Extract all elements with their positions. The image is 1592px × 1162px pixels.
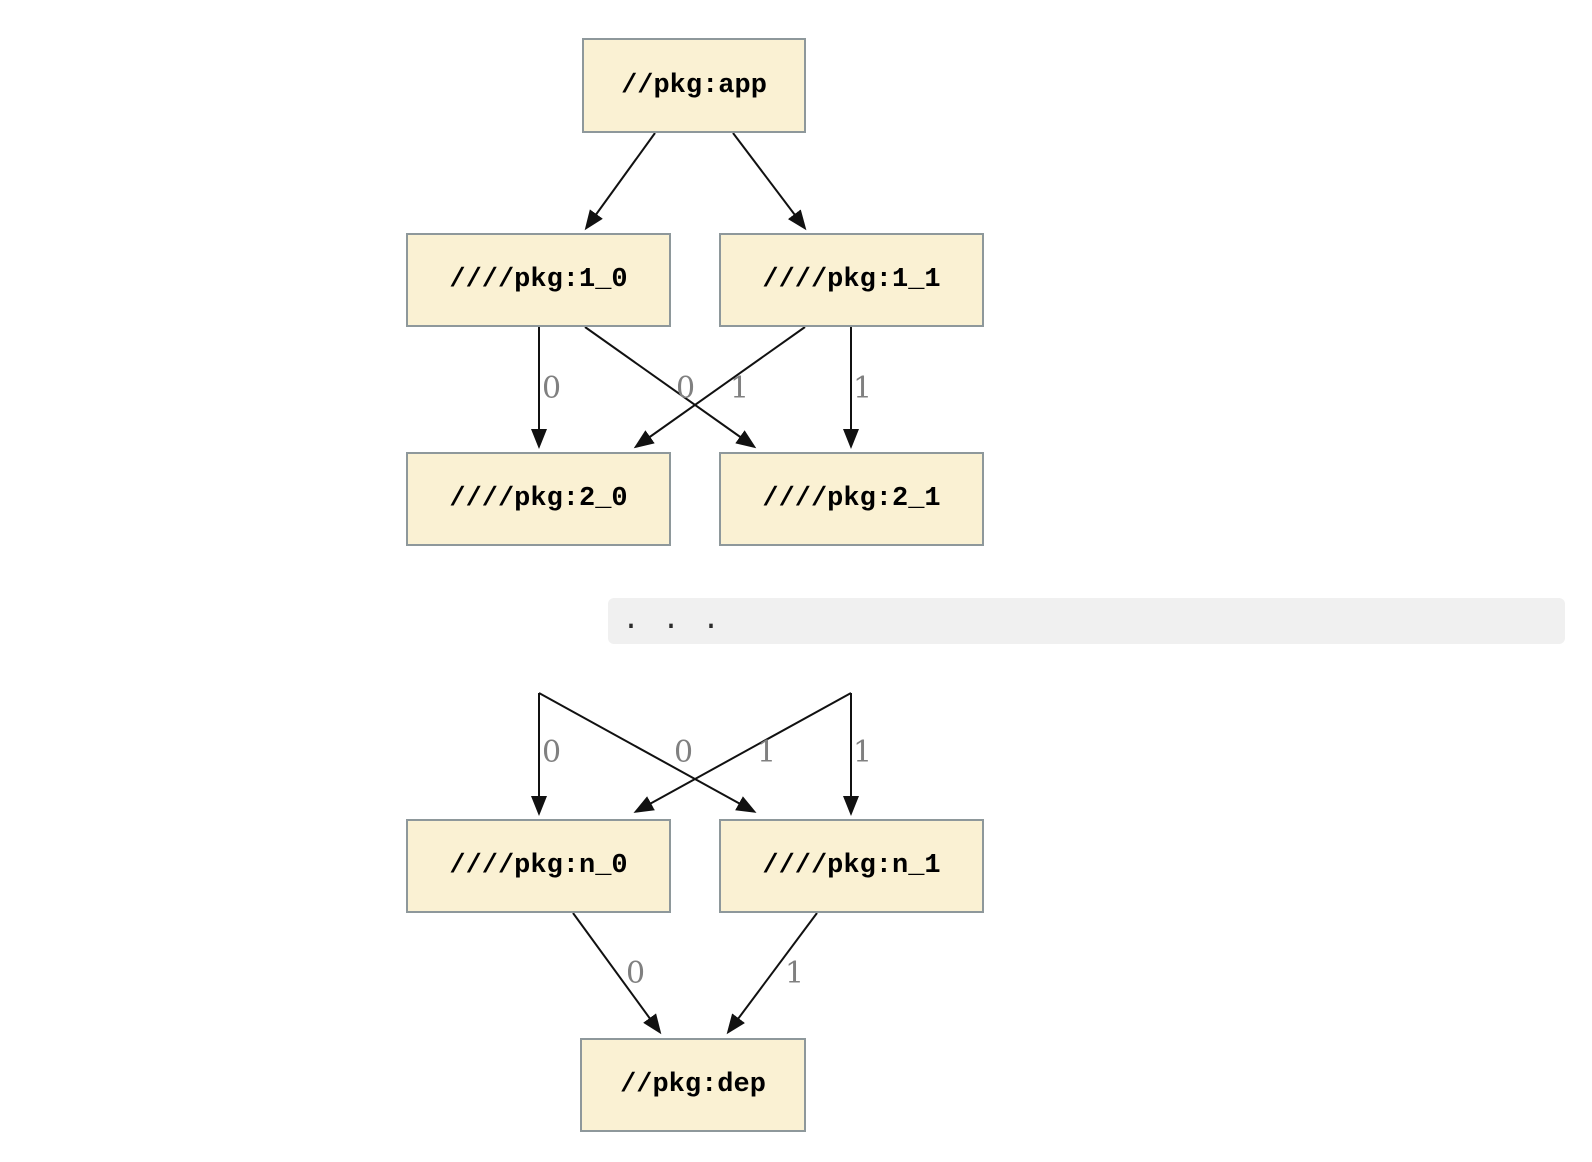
edge-label: 1 [853, 735, 873, 770]
graph-node-2_0: ////pkg:2_0 [406, 452, 671, 546]
edge-label: 1 [757, 735, 777, 770]
graph-node-dep: //pkg:dep [580, 1038, 806, 1132]
ellipsis-bar: . . . [608, 598, 1565, 644]
graph-node-app: //pkg:app [582, 38, 806, 133]
edge-n_0-to-dep [572, 912, 662, 1035]
edge-1_0-to-2_1 [584, 326, 757, 449]
edge-label: 1 [730, 371, 750, 406]
graph-node-1_1: ////pkg:1_1 [719, 233, 984, 327]
edge-label: 0 [676, 371, 696, 406]
edge-label: 0 [626, 956, 646, 991]
edge-label: 0 [674, 735, 694, 770]
edge-ellipsis-to-n_0-diagonal [633, 692, 852, 813]
edge-app-to-1_1 [732, 132, 807, 231]
edge-app-to-1_0 [584, 132, 656, 231]
edge-ellipsis-to-n_1-diagonal [538, 692, 757, 813]
edge-1_1-to-2_0 [633, 326, 806, 449]
graph-node-n_1: ////pkg:n_1 [719, 819, 984, 913]
edge-label: 0 [542, 735, 562, 770]
edge-label: 1 [785, 956, 805, 991]
graph-node-2_1: ////pkg:2_1 [719, 452, 984, 546]
edge-label: 0 [542, 371, 562, 406]
edge-label: 1 [853, 371, 873, 406]
graph-node-1_0: ////pkg:1_0 [406, 233, 671, 327]
ellipsis-dots: . . . [622, 604, 723, 638]
graph-node-n_0: ////pkg:n_0 [406, 819, 671, 913]
